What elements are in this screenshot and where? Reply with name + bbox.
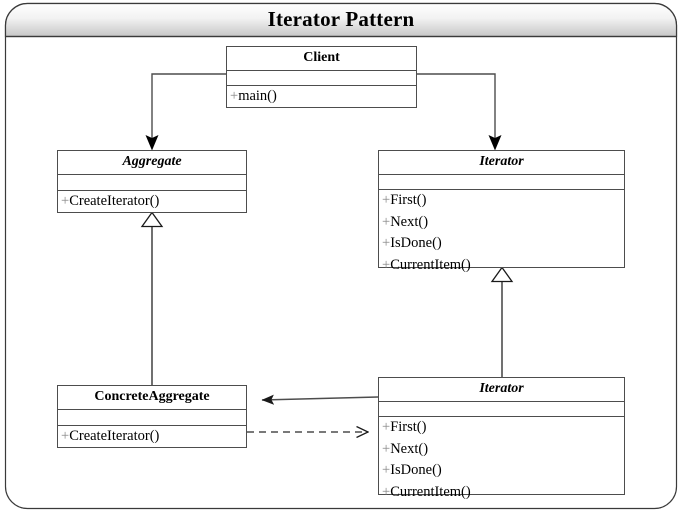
uml-class-name-client: Client xyxy=(227,47,416,71)
uml-class-name-iterator: Iterator xyxy=(379,151,624,175)
uml-operations-concrete-iterator: +First() +Next() +IsDone() +CurrentItem(… xyxy=(379,417,624,503)
uml-operation: +CreateIterator() xyxy=(58,191,246,213)
visibility-marker: + xyxy=(382,483,391,500)
uml-operations-aggregate: +CreateIterator() xyxy=(58,191,246,213)
uml-operation: +main() xyxy=(227,86,416,108)
operation-signature: main() xyxy=(238,88,277,104)
visibility-marker: + xyxy=(230,88,239,104)
visibility-marker: + xyxy=(382,192,391,208)
visibility-marker: + xyxy=(382,419,391,435)
operation-signature: CurrentItem() xyxy=(390,256,471,273)
visibility-marker: + xyxy=(382,440,391,457)
uml-class-name-concrete-aggregate: ConcreteAggregate xyxy=(58,386,246,410)
operation-signature: Next() xyxy=(390,213,429,230)
uml-operation: +CurrentItem() xyxy=(379,482,624,504)
uml-class-name-aggregate: Aggregate xyxy=(58,151,246,175)
uml-operation: +First() xyxy=(379,190,624,212)
uml-operations-iterator: +First() +Next() +IsDone() +CurrentItem(… xyxy=(379,190,624,276)
uml-operation: +IsDone() xyxy=(379,460,624,482)
uml-class-concrete-aggregate[interactable]: ConcreteAggregate +CreateIterator() xyxy=(57,385,247,448)
operation-signature: First() xyxy=(390,192,427,208)
uml-class-client[interactable]: Client +main() xyxy=(226,46,417,108)
operation-signature: Next() xyxy=(390,440,429,457)
visibility-marker: + xyxy=(382,235,391,251)
operation-signature: IsDone() xyxy=(390,235,442,251)
uml-class-iterator[interactable]: Iterator +First() +Next() +IsDone() +Cur… xyxy=(378,150,625,272)
uml-class-aggregate[interactable]: Aggregate +CreateIterator() xyxy=(57,150,247,213)
uml-operation: +IsDone() xyxy=(379,233,624,255)
operation-signature: CreateIterator() xyxy=(69,427,160,444)
uml-operation: +CurrentItem() xyxy=(379,255,624,277)
operation-signature: CurrentItem() xyxy=(390,483,471,500)
edge-client-to-iterator xyxy=(417,73,502,151)
edge-concrete-iterator-to-iterator xyxy=(490,266,514,377)
uml-operations-client: +main() xyxy=(227,86,416,108)
edge-concrete-aggregate-to-aggregate xyxy=(140,211,164,385)
uml-operation: +Next() xyxy=(379,439,624,461)
visibility-marker: + xyxy=(382,256,391,273)
visibility-marker: + xyxy=(61,427,70,444)
visibility-marker: + xyxy=(382,462,391,478)
uml-attributes-concrete-aggregate xyxy=(58,410,246,426)
uml-class-concrete-iterator[interactable]: Iterator +First() +Next() +IsDone() +Cur… xyxy=(378,377,625,499)
uml-operations-concrete-aggregate: +CreateIterator() xyxy=(58,426,246,448)
operation-signature: IsDone() xyxy=(390,462,442,478)
uml-attributes-client xyxy=(227,71,416,86)
operation-signature: First() xyxy=(390,419,427,435)
edge-client-to-aggregate xyxy=(145,73,226,151)
operation-signature: CreateIterator() xyxy=(69,192,160,209)
visibility-marker: + xyxy=(61,192,70,209)
uml-class-name-concrete-iterator: Iterator xyxy=(379,378,624,402)
uml-operation: +CreateIterator() xyxy=(58,426,246,448)
uml-attributes-iterator xyxy=(379,175,624,190)
window-titlebar: Iterator Pattern xyxy=(5,3,677,36)
uml-attributes-aggregate xyxy=(58,175,246,191)
edge-concrete-iterator-to-concrete-aggregate xyxy=(261,394,379,405)
uml-operation: +First() xyxy=(379,417,624,439)
window-title: Iterator Pattern xyxy=(267,7,415,31)
uml-operation: +Next() xyxy=(379,212,624,234)
uml-attributes-concrete-iterator xyxy=(379,402,624,417)
visibility-marker: + xyxy=(382,213,391,230)
